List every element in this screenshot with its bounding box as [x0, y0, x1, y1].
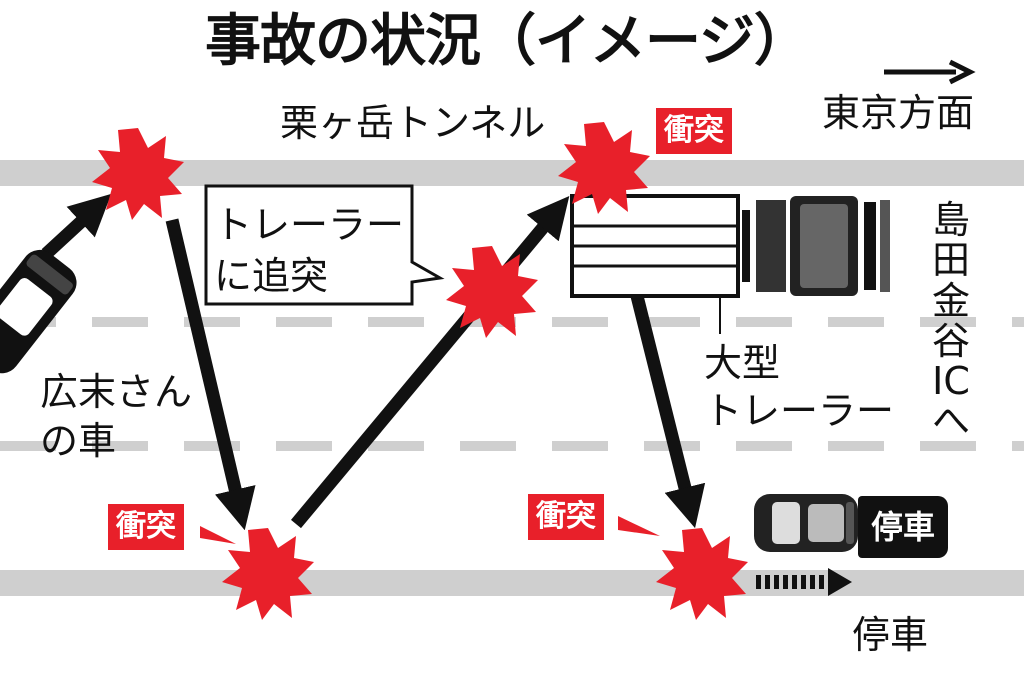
- push-arrow-head: [828, 568, 852, 596]
- stopped-badge: 停車: [858, 496, 948, 558]
- path-arrow-2: [165, 218, 256, 531]
- impact-star-2: [558, 122, 650, 214]
- exit-label-char: へ: [931, 399, 970, 444]
- callout-line-1: トレーラー: [214, 203, 405, 247]
- direction-arrow-head: [948, 59, 976, 85]
- impact-star-4: [222, 528, 314, 620]
- exit-label-char: IC: [932, 359, 970, 404]
- exit-label: 島 田 金 谷 IC へ: [928, 200, 974, 442]
- car-label-line-2: の車: [40, 419, 117, 464]
- collision-badge-2: 衝突: [108, 504, 184, 550]
- badge-tail-2: [200, 526, 236, 544]
- exit-label-char: 田: [931, 238, 970, 283]
- road-edge-bottom: [0, 570, 1024, 596]
- callout-line-2: に追突: [214, 254, 329, 299]
- collision-badge-1: 衝突: [656, 108, 732, 154]
- callout-bubble: [204, 184, 445, 306]
- car-label-line-1: 広末さん: [40, 370, 193, 414]
- trailer-truck: [570, 194, 890, 334]
- impact-star-3: [446, 246, 538, 338]
- truck-label-line-1: 大型: [704, 341, 781, 385]
- path-arrow-1: [41, 193, 112, 259]
- direction-label: 東京方面: [822, 91, 975, 135]
- hirosue-car: [0, 249, 77, 374]
- badge-tail-3: [618, 516, 660, 536]
- impact-star-1: [92, 128, 184, 220]
- impact-star-5: [656, 528, 748, 620]
- diagram-title: 事故の状況（イメージ）: [205, 9, 810, 74]
- truck-label: 大型 トレーラー: [704, 340, 894, 435]
- stopped-label: 停車: [852, 613, 929, 657]
- exit-label-char: 金: [931, 278, 970, 323]
- truck-label-line-2: トレーラー: [704, 388, 895, 433]
- exit-label-char: 島: [931, 198, 970, 242]
- car-label: 広末さん の車: [40, 368, 192, 467]
- collision-badge-3: 衝突: [528, 494, 604, 540]
- tunnel-label: 栗ヶ岳トンネル: [280, 101, 546, 145]
- stopped-car: [754, 494, 858, 552]
- exit-label-char: 谷: [931, 318, 970, 363]
- callout-text: トレーラー に追突: [214, 200, 404, 303]
